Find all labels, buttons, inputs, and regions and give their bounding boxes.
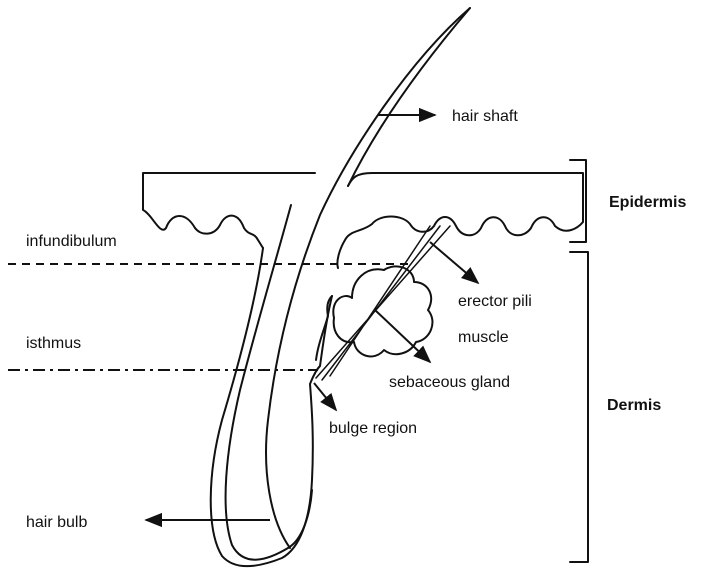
label-erector-pili-1: erector pili bbox=[458, 293, 532, 310]
label-sebaceous-gland: sebaceous gland bbox=[389, 374, 510, 391]
label-infundibulum: infundibulum bbox=[26, 233, 117, 250]
label-dermis: Dermis bbox=[607, 397, 661, 414]
bulge-region-arrow bbox=[314, 383, 336, 410]
epidermis-right bbox=[337, 173, 583, 268]
follicle-inner-sheath bbox=[226, 205, 312, 560]
label-hair-bulb: hair bulb bbox=[26, 514, 87, 531]
label-isthmus: isthmus bbox=[26, 335, 81, 352]
label-hair-shaft: hair shaft bbox=[452, 108, 518, 125]
hair-shaft-edge bbox=[348, 8, 470, 186]
erector-pili-arrow bbox=[430, 242, 478, 283]
follicle-outer-sheath bbox=[211, 248, 332, 566]
label-epidermis: Epidermis bbox=[609, 194, 686, 211]
label-erector-pili-2: muscle bbox=[458, 329, 509, 346]
hair-shaft bbox=[266, 8, 470, 548]
dermis-bracket bbox=[570, 252, 588, 562]
sebaceous-gland-shape bbox=[333, 266, 432, 356]
label-bulge-region: bulge region bbox=[329, 420, 417, 437]
